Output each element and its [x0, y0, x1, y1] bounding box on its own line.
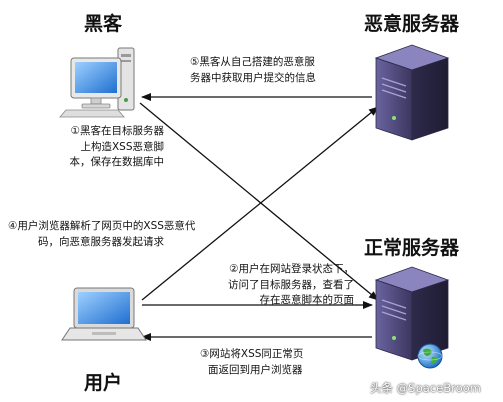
- step1-text: ①黑客在目标服务器 上构造XSS恶意脚 本，保存在数据库中: [42, 124, 165, 171]
- hacker-title: 黑客: [84, 13, 123, 35]
- step1-line2: 上构造XSS恶意脚: [80, 140, 164, 153]
- step3-text: ③网站将XSS同正常页 面返回到用户浏览器: [200, 347, 303, 378]
- watermark: 头条 @SpaceBroom: [370, 381, 481, 395]
- step3-line1: ③网站将XSS同正常页: [200, 348, 304, 360]
- step4-line1: ④用户浏览器解析了网页中的XSS恶意代: [8, 220, 196, 232]
- step1-line3: 本，保存在数据库中: [69, 156, 165, 168]
- malicious-server-title: 恶意服务器: [364, 13, 460, 35]
- step4-text: ④用户浏览器解析了网页中的XSS恶意代 码，向恶意服务器发起请求: [8, 219, 195, 250]
- step4-line2: 码，向恶意服务器发起请求: [38, 235, 164, 248]
- step5-line1: ⑤黑客从自己搭建的恶意服: [190, 56, 315, 68]
- desktop-computer-icon: [59, 47, 135, 118]
- normal-server-title: 正常服务器: [364, 237, 460, 259]
- user-title: 用户: [84, 372, 123, 394]
- step2-text: ②用户在网站登录状态下， 访问了目标服务器，查看了 存在恶意脚本的页面: [164, 262, 354, 309]
- step1-line1: ①黑客在目标服务器: [70, 125, 164, 137]
- server-icon: [374, 266, 450, 361]
- step5-line2: 务器中获取用户提交的信息: [190, 71, 316, 84]
- globe-icon: [417, 343, 443, 369]
- server-icon: [374, 44, 450, 141]
- step5-text: ⑤黑客从自己搭建的恶意服 务器中获取用户提交的信息: [190, 55, 316, 86]
- step3-line2: 面返回到用户浏览器: [208, 363, 303, 376]
- step2-line2: 访问了目标服务器，查看了: [228, 278, 354, 291]
- arrow-step1-hacker-to-server: [139, 102, 379, 301]
- laptop-icon: [61, 287, 147, 341]
- step2-line3: 存在恶意脚本的页面: [259, 294, 355, 306]
- arrow-step4-user-to-malicious: [141, 106, 379, 301]
- step2-line1: ②用户在网站登录状态下，: [229, 263, 354, 275]
